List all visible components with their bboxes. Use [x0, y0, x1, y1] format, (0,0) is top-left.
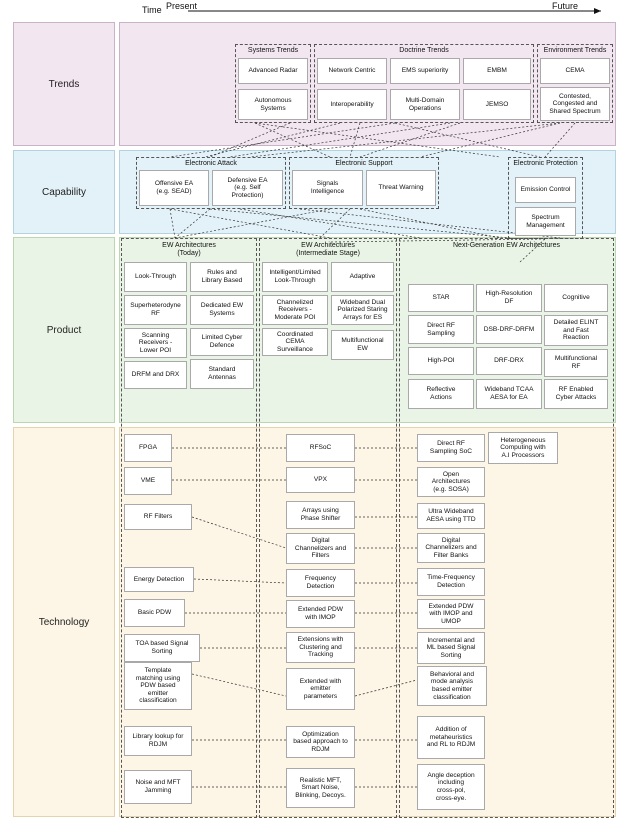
node-drfm-drx: DRFM and DRX [124, 361, 187, 389]
node-vme: VME [124, 467, 172, 495]
node-detailed-elint: Detailed ELINT and Fast Reaction [544, 315, 608, 346]
node-advanced-radar: Advanced Radar [238, 58, 308, 84]
node-extended-pdw-umop: Extended PDW with IMOP and UMOP [417, 599, 485, 629]
node-threat-warning: Threat Warning [366, 170, 436, 206]
node-cema: CEMA [540, 58, 610, 84]
node-optimization-rdjm: Optimization based approach to RDJM [286, 726, 355, 758]
node-wideband-dual-arrays: Wideband Dual Polarized Staring Arrays f… [331, 295, 394, 325]
row-label-capability: Capability [13, 150, 115, 234]
group-systems-trends: Systems Trends [235, 44, 311, 123]
node-multifunctional-rf: Multifunctional RF [544, 349, 608, 377]
row-label-technology: Technology [13, 427, 115, 817]
node-standard-antennas: Standard Antennas [190, 359, 254, 389]
node-channelized-receivers: Channelized Receivers - Moderate POI [262, 295, 328, 325]
present-label: Present [166, 1, 198, 11]
node-contested-spectrum: Contested, Congested and Shared Spectrum [540, 87, 610, 121]
node-ultra-wideband-aesa: Ultra Wideband AESA using TTD [417, 503, 485, 529]
row-label-trends: Trends [13, 22, 115, 146]
node-heterogeneous-computing: Heterogeneous Computing with A.I Process… [488, 432, 558, 464]
node-rfsoc: RFSoC [286, 434, 355, 462]
node-wideband-tcaa: Wideband TCAA AESA for EA [476, 379, 542, 409]
node-extended-emitter: Extended with emitter parameters [286, 668, 355, 710]
node-frequency-detection: Frequency Detection [286, 569, 355, 597]
node-behavioral-classification: Behavioral and mode analysis based emitt… [417, 666, 487, 706]
node-angle-deception: Angle deception including cross-pol, cro… [417, 764, 485, 810]
node-offensive-ea: Offensive EA (e.g. SEAD) [139, 170, 209, 206]
node-toa-sorting: TOA based Signal Sorting [124, 634, 200, 662]
node-multifunctional-ew: Multifunctional EW [331, 330, 394, 360]
node-rules-library: Rules and Library Based [190, 262, 254, 292]
node-high-poi: High-POI [408, 347, 474, 375]
node-intelligent-look-through: Intelligent/Limited Look-Through [262, 262, 328, 292]
node-emission-control: Emission Control [515, 177, 576, 203]
node-time-frequency-detection: Time-Frequency Detection [417, 568, 485, 596]
node-scanning-receivers: Scanning Receivers - Lower POI [124, 328, 187, 358]
node-extended-pdw-imop: Extended PDW with IMOP [286, 600, 355, 628]
node-reflective-actions: Reflective Actions [408, 379, 474, 409]
group-title: EW Architectures (Today) [162, 242, 216, 257]
node-network-centric: Network Centric [317, 58, 387, 84]
node-cognitive: Cognitive [544, 284, 608, 312]
node-rf-filters: RF Filters [124, 504, 192, 530]
node-digital-channelizers-filters: Digital Channelizers and Filters [286, 533, 355, 564]
node-autonomous-systems: Autonomous Systems [238, 89, 308, 120]
node-realistic-mft: Realistic MFT, Smart Noise, Blinking, De… [286, 768, 355, 808]
row-label-product: Product [13, 237, 115, 423]
node-superheterodyne-rf: Superheterodyne RF [124, 295, 187, 325]
group-title: Electronic Protection [513, 160, 578, 167]
node-direct-rf-sampling: Direct RF Sampling [408, 315, 474, 344]
node-coordinated-cema: Coordinated CEMA Surveillance [262, 328, 328, 356]
group-electronic-support: Electronic Support [289, 157, 439, 209]
time-label: Time [142, 5, 162, 15]
node-interoperability: Interoperability [317, 89, 387, 120]
node-drf-drx: DRF-DRX [476, 347, 542, 375]
node-limited-cyber: Limited Cyber Defence [190, 328, 254, 356]
group-title: Next-Generation EW Architectures [453, 242, 560, 249]
node-multi-domain-operations: Multi-Domain Operations [390, 89, 460, 120]
node-direct-rf-sampling-soc: Direct RF Sampling SoC [417, 434, 485, 462]
group-title: Electronic Attack [185, 160, 237, 167]
band-technology [119, 427, 616, 817]
node-rf-enabled-cyber: RF Enabled Cyber Attacks [544, 379, 608, 409]
group-title: EW Architectures (Intermediate Stage) [296, 242, 360, 257]
node-open-architectures: Open Architectures (e.g. SOSA) [417, 467, 485, 497]
node-arrays-phase-shifter: Arrays using Phase Shifter [286, 501, 355, 529]
node-ems-superiority: EMS superiority [390, 58, 460, 84]
future-label: Future [552, 1, 579, 11]
node-defensive-ea: Defensive EA (e.g. Self Protection) [212, 170, 283, 206]
node-extensions-clustering: Extensions with Clustering and Tracking [286, 632, 355, 663]
node-signals-intelligence: Signals Intelligence [292, 170, 363, 206]
group-title: Environment Trends [543, 47, 607, 54]
node-energy-detection: Energy Detection [124, 567, 194, 592]
node-fpga: FPGA [124, 434, 172, 462]
group-environment-trends: Environment Trends [537, 44, 613, 123]
group-title: Systems Trends [247, 47, 299, 54]
node-jemso: JEMSO [463, 89, 531, 120]
node-template-matching: Template matching using PDW based emitte… [124, 662, 192, 710]
group-doctrine-trends: Doctrine Trends [314, 44, 534, 123]
node-embm: EMBM [463, 58, 531, 84]
node-star: STAR [408, 284, 474, 312]
node-adaptive: Adaptive [331, 262, 394, 292]
node-dedicated-ew: Dedicated EW Systems [190, 295, 254, 325]
group-ew-nextgen: Next-Generation EW Architectures [399, 238, 614, 818]
group-electronic-attack: Electronic Attack [136, 157, 286, 209]
node-library-lookup: Library lookup for RDJM [124, 726, 192, 756]
node-noise-mft: Noise and MFT Jamming [124, 770, 192, 804]
node-digital-channelizers-banks: Digital Channelizers and Filter Banks [417, 533, 485, 563]
node-incremental-ml-sorting: Incremental and ML based Signal Sorting [417, 632, 485, 664]
node-spectrum-management: Spectrum Management [515, 207, 576, 236]
node-basic-pdw: Basic PDW [124, 599, 185, 627]
node-high-resolution-df: High-Resolution DF [476, 284, 542, 312]
group-title: Electronic Support [335, 160, 393, 167]
group-title: Doctrine Trends [399, 47, 449, 54]
node-look-through: Look-Through [124, 262, 187, 292]
node-metaheuristics-rl: Addition of metaheuristics and RL to RDJ… [417, 716, 485, 759]
node-vpx: VPX [286, 467, 355, 493]
node-dsb-drf-drfm: DSB-DRF-DRFM [476, 315, 542, 344]
